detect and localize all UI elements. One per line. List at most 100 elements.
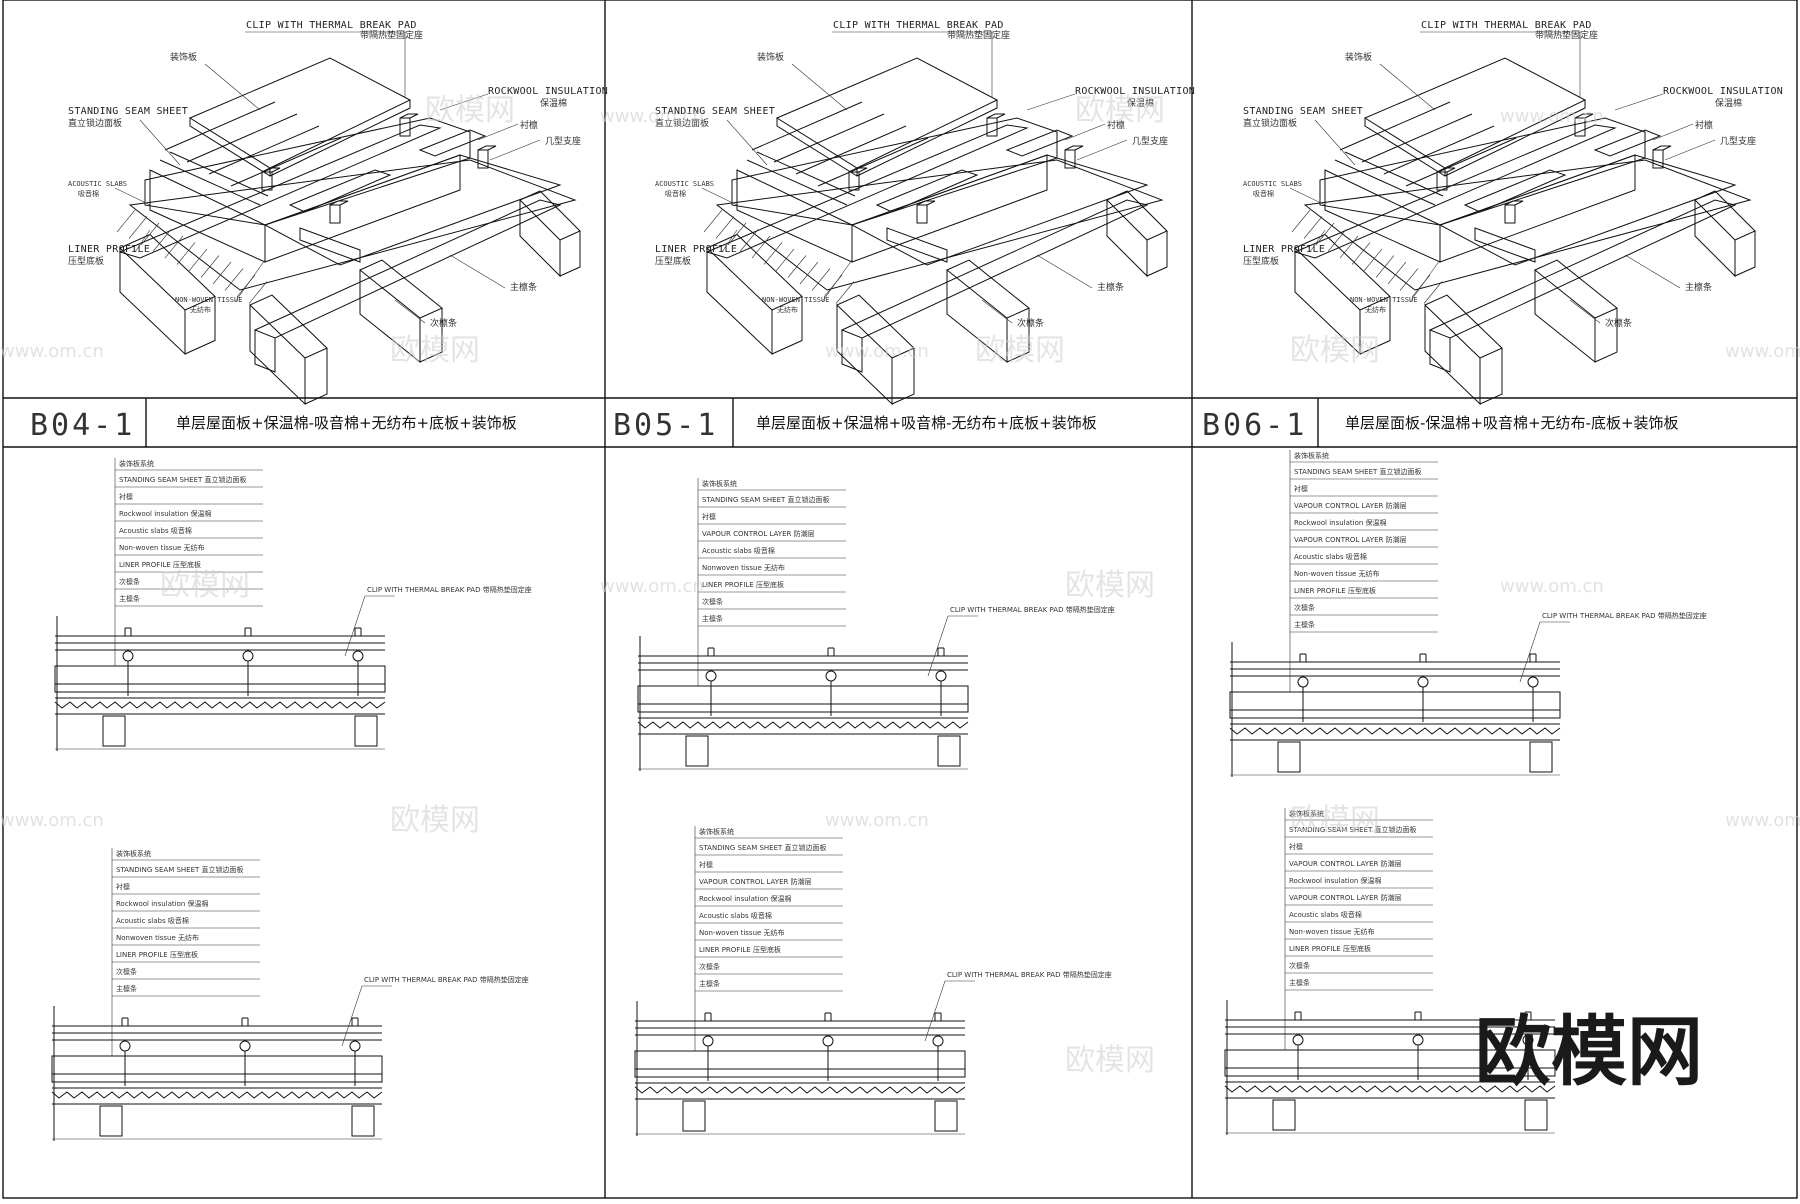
legend-row: 主檩条 [116, 984, 137, 993]
panel-description: 单层屋面板+保温棉-吸音棉+无纺布+底板+装饰板 [176, 414, 517, 432]
clip-note: CLIP WITH THERMAL BREAK PAD 带隔热垫固定座 [950, 605, 1115, 614]
label-decor-panel: 装饰板 [1345, 51, 1372, 63]
label-nonwoven-cn: 无纺布 [1365, 305, 1386, 314]
label-liner-cn: 压型底板 [68, 255, 104, 267]
legend-row: 次檩条 [116, 967, 137, 976]
label-bracket: 几型支座 [1132, 135, 1168, 147]
watermark: 欧模网 [425, 93, 515, 128]
panel-code: B05-1 [613, 408, 718, 443]
watermark: 欧模网 [1290, 333, 1380, 368]
label-clip-cn: 带隔热垫固定座 [947, 29, 1010, 41]
label-sheet: STANDING SEAM SHEET [655, 106, 775, 117]
clip-note: CLIP WITH THERMAL BREAK PAD 带隔热垫固定座 [367, 585, 532, 594]
label-nonwoven-cn: 无纺布 [190, 305, 211, 314]
label-clip: CLIP WITH THERMAL BREAK PAD [833, 20, 1004, 31]
legend-row: LINER PROFILE 压型底板 [1294, 586, 1376, 595]
watermark-url: www.om.cn [1500, 576, 1604, 597]
legend-row: Acoustic slabs 吸音棉 [699, 911, 772, 920]
label-acoustic-cn: 吸音棉 [1253, 189, 1274, 198]
watermark: 欧模网 [390, 333, 480, 368]
legend-row: LINER PROFILE 压型底板 [1289, 944, 1371, 953]
legend-row: 次檩条 [702, 597, 723, 606]
label-nonwoven: NON-WOVEN TISSUE [762, 296, 829, 304]
legend-row: 次檩条 [1289, 961, 1310, 970]
legend-row: 衬檩 [1289, 842, 1303, 851]
legend-row: Rockwool insulation 保温棉 [119, 509, 212, 518]
watermark-url: www.om.cn [825, 810, 929, 831]
legend-header: 装饰板系统 [119, 459, 154, 468]
isometric-assembly: CLIP WITH THERMAL BREAK PAD带隔热垫固定座装饰板STA… [1243, 20, 1783, 406]
watermark: 欧模网 [1065, 568, 1155, 603]
legend-row: Nonwoven tissue 无纺布 [116, 933, 199, 942]
watermark: 欧模网 [1065, 1043, 1155, 1078]
legend-row: STANDING SEAM SHEET 直立锁边面板 [699, 843, 827, 852]
legend-row: STANDING SEAM SHEET 直立锁边面板 [1294, 467, 1422, 476]
label-secondary-purlin: 次檩条 [1017, 317, 1044, 329]
legend-row: STANDING SEAM SHEET 直立锁边面板 [702, 495, 830, 504]
legend-row: Non-woven tissue 无纺布 [119, 543, 205, 552]
legend-row: LINER PROFILE 压型底板 [119, 560, 201, 569]
legend-row: Rockwool insulation 保温棉 [116, 899, 209, 908]
label-liner: LINER PROFILE [68, 244, 150, 255]
legend-row: Nonwoven tissue 无纺布 [702, 563, 785, 572]
label-acoustic: ACOUSTIC SLABS [655, 180, 714, 188]
label-acoustic: ACOUSTIC SLABS [1243, 180, 1302, 188]
legend-row: Acoustic slabs 吸音棉 [116, 916, 189, 925]
watermark-url: www.om.cn [1725, 810, 1800, 831]
label-main-purlin: 主檩条 [510, 281, 537, 293]
watermark-url: www.om.cn [1500, 106, 1604, 127]
watermark-url: www.om.cn [0, 341, 104, 362]
label-rockwool-cn: 保温棉 [1127, 97, 1154, 109]
panel-description: 单层屋面板-保温棉+吸音棉+无纺布-底板+装饰板 [1345, 414, 1679, 432]
legend-row: 衬檩 [119, 492, 133, 501]
legend-row: Non-woven tissue 无纺布 [699, 928, 785, 937]
panel-description: 单层屋面板+保温棉+吸音棉-无纺布+底板+装饰板 [756, 414, 1097, 432]
legend-header: 装饰板系统 [116, 849, 151, 858]
label-clip: CLIP WITH THERMAL BREAK PAD [1421, 20, 1592, 31]
watermark: 欧模网 [390, 803, 480, 838]
legend-header: 装饰板系统 [1294, 451, 1329, 460]
legend-row: 次檩条 [699, 962, 720, 971]
legend-row: LINER PROFILE 压型底板 [116, 950, 198, 959]
label-clip-cn: 带隔热垫固定座 [360, 29, 423, 41]
legend-row: VAPOUR CONTROL LAYER 防潮层 [1294, 535, 1407, 544]
legend-row: 次檩条 [1294, 603, 1315, 612]
label-bracket: 几型支座 [1720, 135, 1756, 147]
label-sheet: STANDING SEAM SHEET [1243, 106, 1363, 117]
label-secondary-purlin: 次檩条 [1605, 317, 1632, 329]
legend-row: Rockwool insulation 保温棉 [1294, 518, 1387, 527]
legend-row: Rockwool insulation 保温棉 [699, 894, 792, 903]
label-liner: LINER PROFILE [1243, 244, 1325, 255]
legend-row: STANDING SEAM SHEET 直立锁边面板 [119, 475, 247, 484]
legend-header: 装饰板系统 [1289, 809, 1324, 818]
label-nonwoven: NON-WOVEN TISSUE [1350, 296, 1417, 304]
watermark: 欧模网 [160, 568, 250, 603]
label-spacer: 衬檩 [520, 119, 538, 131]
watermarks: 欧模网 欧模网 欧模网 欧模网 欧模网 欧模网 欧模网 欧模网 欧模网 欧模网 … [0, 93, 1800, 1078]
label-decor-panel: 装饰板 [757, 51, 784, 63]
legend-row: 衬檩 [699, 860, 713, 869]
legend-row: VAPOUR CONTROL LAYER 防潮层 [1289, 859, 1402, 868]
label-liner: LINER PROFILE [655, 244, 737, 255]
clip-note: CLIP WITH THERMAL BREAK PAD 带隔热垫固定座 [947, 970, 1112, 979]
legend-row: Acoustic slabs 吸音棉 [1289, 910, 1362, 919]
legend-row: 次檩条 [119, 577, 140, 586]
panel-code: B04-1 [30, 408, 135, 443]
panel-code: B06-1 [1202, 408, 1307, 443]
legend-row: STANDING SEAM SHEET 直立锁边面板 [116, 865, 244, 874]
watermark-url: www.om.cn [825, 341, 929, 362]
isometric-assembly: CLIP WITH THERMAL BREAK PAD带隔热垫固定座装饰板STA… [68, 20, 608, 406]
watermark-url: www.om.cn [600, 576, 704, 597]
label-sheet: STANDING SEAM SHEET [68, 106, 188, 117]
clip-note: CLIP WITH THERMAL BREAK PAD 带隔热垫固定座 [364, 975, 529, 984]
watermark: 欧模网 [1075, 93, 1165, 128]
legend-row: 主檩条 [702, 614, 723, 623]
